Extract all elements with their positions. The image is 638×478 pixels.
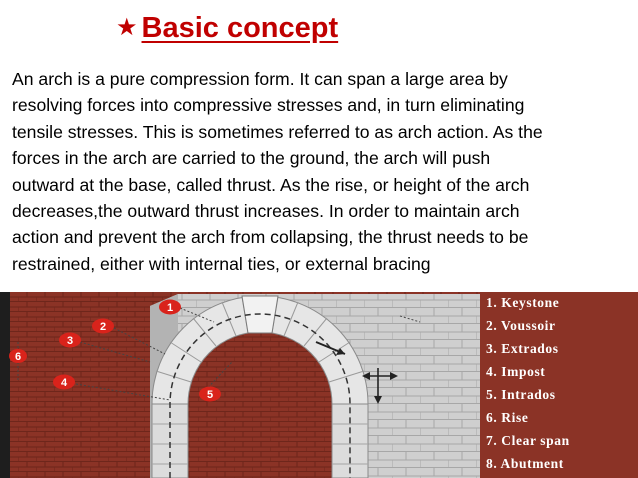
- legend-item-extrados: 3. Extrados: [486, 341, 559, 356]
- legend-item-abutment: 8. Abutment: [486, 456, 564, 471]
- badge-5: 5: [199, 386, 221, 402]
- legend-item-impost: 4. Impost: [486, 364, 546, 379]
- badge-3-label: 3: [67, 335, 73, 347]
- badge-6: 6: [9, 349, 27, 363]
- badge-6-label: 6: [15, 351, 21, 363]
- arch-parts-legend: 1. Keystone 2. Voussoir 3. Extrados 4. I…: [480, 292, 638, 478]
- badge-3: 3: [59, 332, 81, 348]
- badge-4-label: 4: [61, 377, 68, 389]
- arch-opening: [188, 332, 332, 478]
- badge-1-label: 1: [167, 302, 173, 314]
- legend-item-intrados: 5. Intrados: [486, 387, 556, 402]
- star-icon: ★: [116, 13, 138, 41]
- legend-item-keystone: 1. Keystone: [486, 295, 560, 310]
- arch-ring: [151, 295, 369, 478]
- title-text: Basic concept: [141, 11, 339, 44]
- legend-item-voussoir: 2. Voussoir: [486, 318, 556, 333]
- badge-2: 2: [92, 318, 114, 334]
- badge-1: 1: [159, 299, 181, 315]
- badge-2-label: 2: [100, 321, 106, 333]
- legend-item-clear-span: 7. Clear span: [486, 433, 570, 448]
- badge-4: 4: [53, 374, 75, 390]
- slide-title: ★ Basic concept: [116, 8, 338, 48]
- badge-5-label: 5: [207, 389, 213, 401]
- arch-illustration: 1 2 3 4 5 6: [0, 292, 480, 478]
- concept-paragraph: An arch is a pure compression form. It c…: [12, 69, 543, 274]
- legend-item-rise: 6. Rise: [486, 410, 529, 425]
